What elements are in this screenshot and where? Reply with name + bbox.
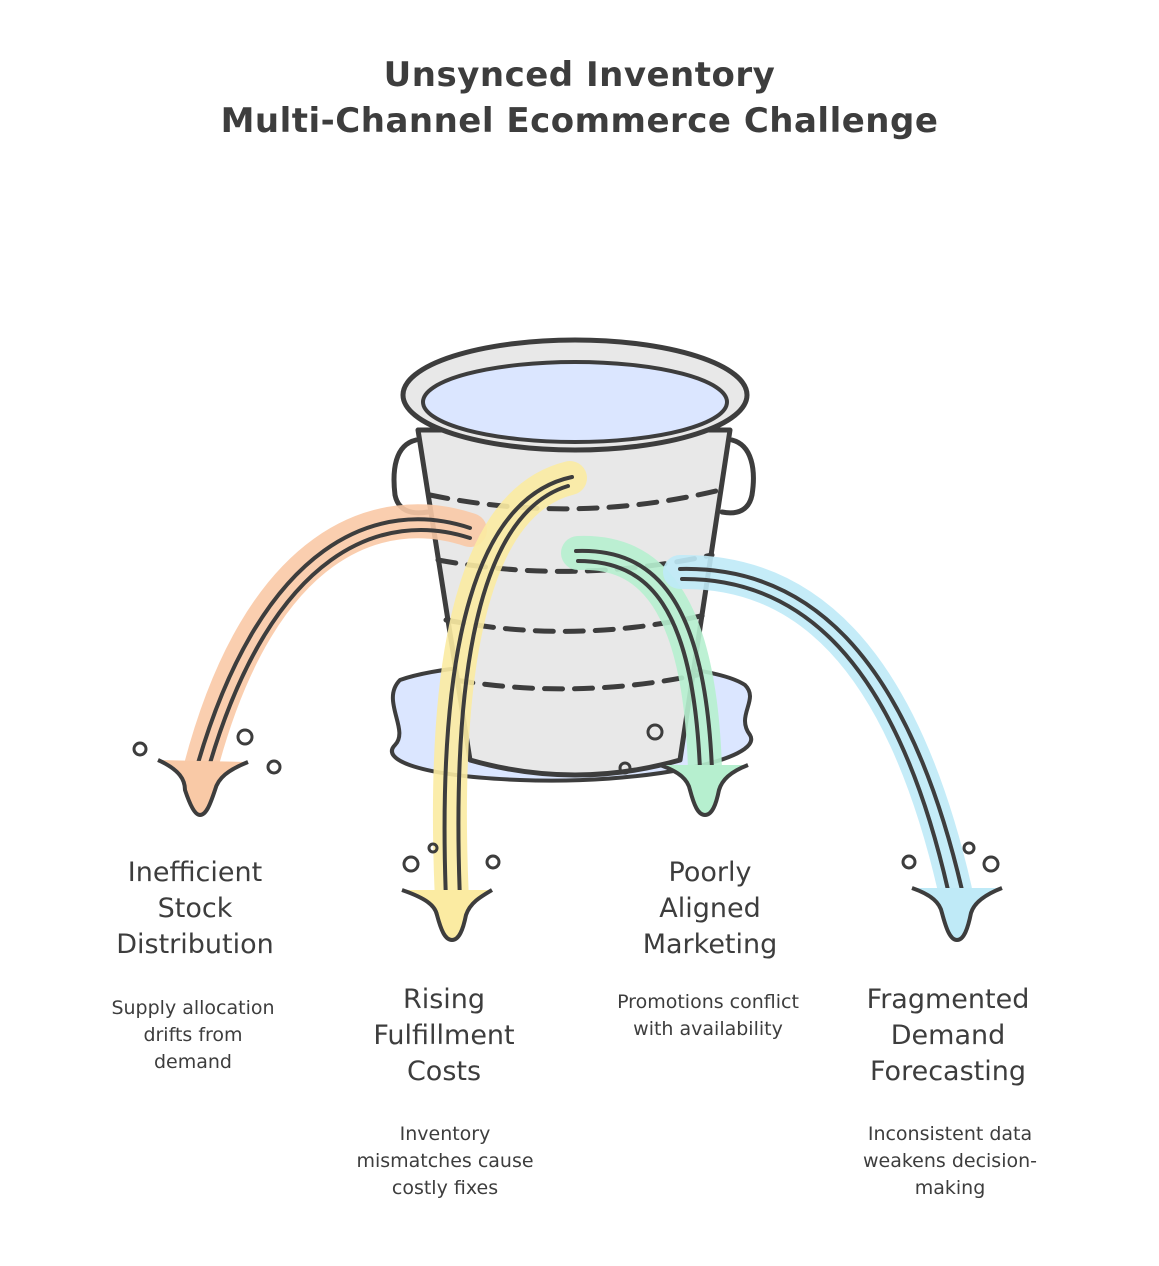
splash-fragmented-demand: [901, 841, 1003, 942]
splash-rising-fulfillment: [401, 842, 501, 942]
label-line: Fulfillment: [373, 1020, 515, 1051]
desc-line: demand: [153, 1051, 232, 1073]
label-line: Aligned: [659, 893, 761, 924]
label-line: Poorly: [668, 857, 752, 888]
splash-inefficient-stock: [132, 728, 282, 817]
leak-stream-poorly-aligned: [561, 535, 722, 787]
desc-line: Supply allocation: [111, 997, 275, 1019]
desc-line: drifts from: [143, 1024, 243, 1046]
leak-desc-rising-fulfillment: Inventory mismatches cause costly fixes: [325, 1121, 565, 1202]
splash-poorly-aligned: [618, 723, 749, 817]
label-line: Stock: [157, 893, 233, 924]
leak-stream-inefficient-stock: [183, 504, 487, 787]
leak-stream-fragmented-demand: [663, 554, 972, 907]
title-line-1: Unsynced Inventory: [383, 55, 776, 95]
leak-label-fragmented-demand: Fragmented Demand Forecasting: [818, 982, 1078, 1090]
desc-line: Promotions conflict: [617, 991, 799, 1013]
desc-line: Inventory: [399, 1123, 491, 1145]
label-line: Rising: [402, 984, 486, 1015]
label-line: Costs: [406, 1056, 482, 1087]
label-line: Forecasting: [869, 1056, 1026, 1087]
desc-line: mismatches cause: [356, 1150, 534, 1172]
title-line-2: Multi-Channel Ecommerce Challenge: [220, 101, 939, 141]
label-line: Inefficient: [127, 857, 263, 888]
desc-line: weakens decision-: [862, 1150, 1038, 1172]
leak-desc-inefficient-stock: Supply allocation drifts from demand: [83, 995, 303, 1076]
leak-desc-poorly-aligned: Promotions conflict with availability: [578, 989, 838, 1043]
desc-line: with availability: [633, 1018, 783, 1040]
label-line: Marketing: [642, 929, 778, 960]
leak-label-poorly-aligned: Poorly Aligned Marketing: [590, 855, 830, 963]
leak-label-rising-fulfillment: Rising Fulfillment Costs: [324, 982, 564, 1090]
label-line: Distribution: [116, 929, 274, 960]
leak-stream-rising-fulfillment: [432, 461, 587, 917]
label-line: Fragmented: [866, 984, 1030, 1015]
leak-label-inefficient-stock: Inefficient Stock Distribution: [85, 855, 305, 963]
desc-line: costly fixes: [391, 1177, 499, 1199]
label-line: Demand: [890, 1020, 1006, 1051]
desc-line: Inconsistent data: [867, 1123, 1033, 1145]
bucket: [391, 337, 756, 778]
diagram-title: Unsynced Inventory Multi-Channel Ecommer…: [0, 52, 1159, 144]
leak-desc-fragmented-demand: Inconsistent data weakens decision- maki…: [830, 1121, 1070, 1202]
desc-line: making: [914, 1177, 986, 1199]
